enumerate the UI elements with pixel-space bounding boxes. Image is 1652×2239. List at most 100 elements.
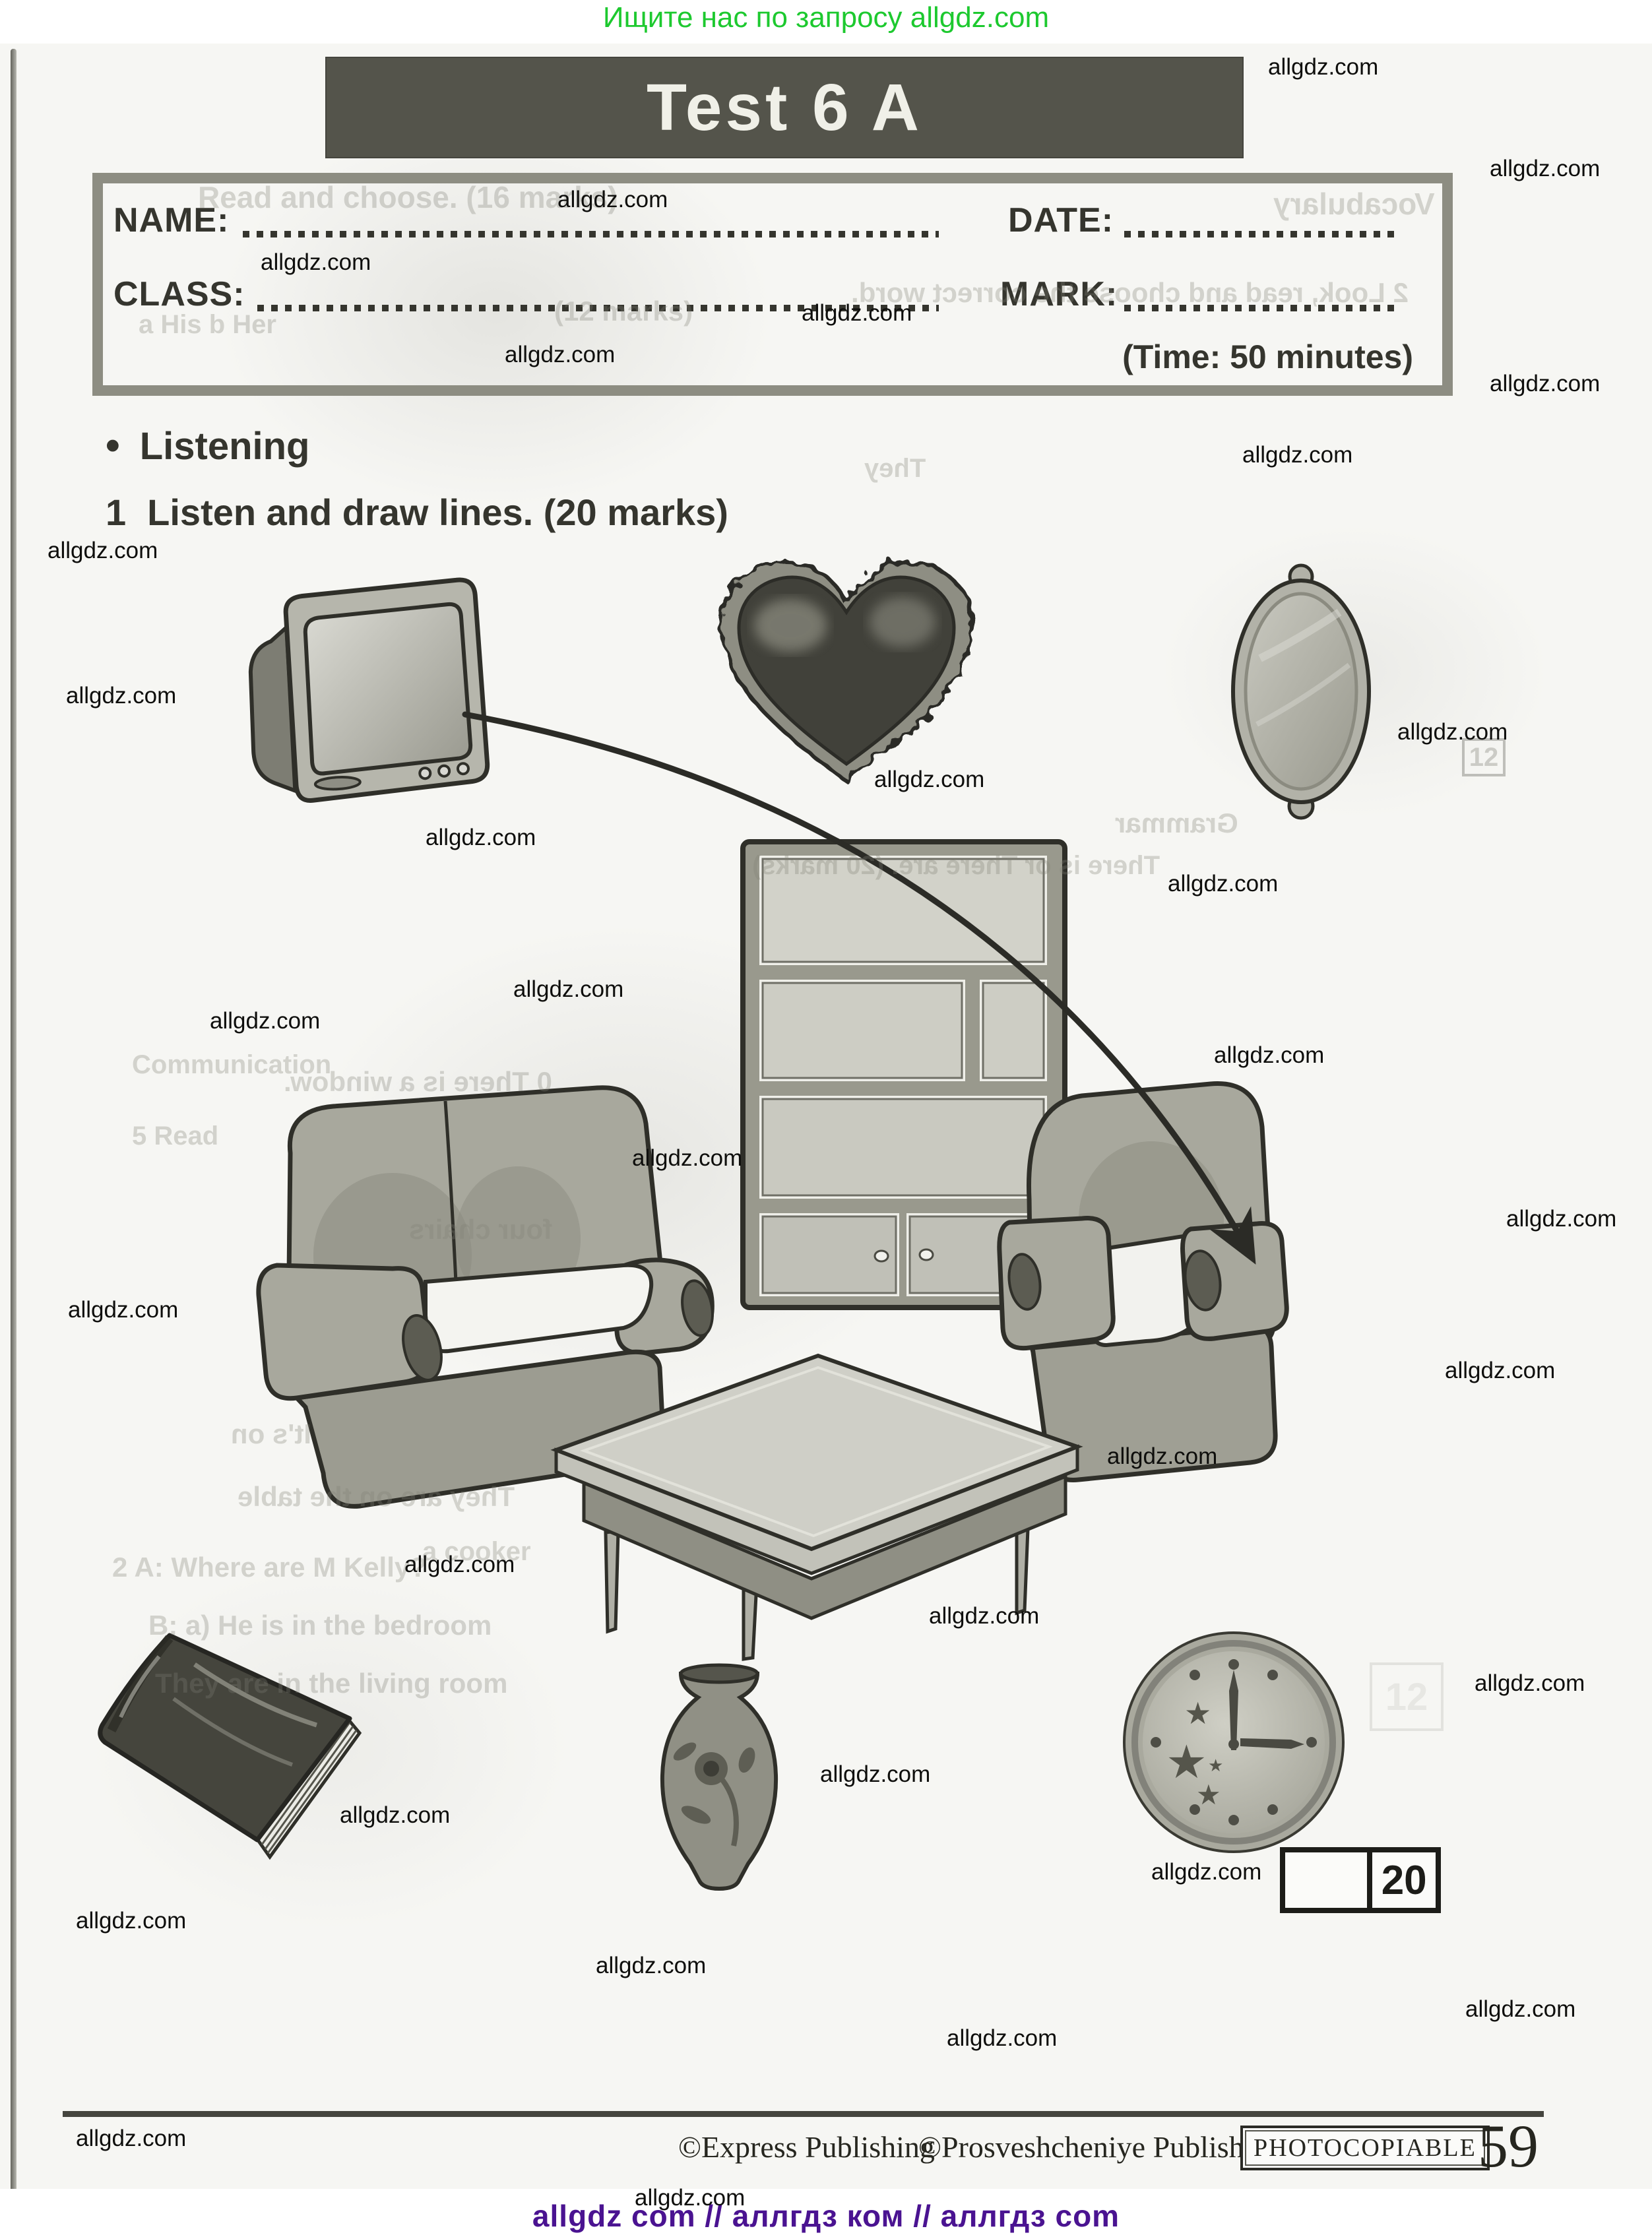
bottom-white-band xyxy=(0,2189,1652,2239)
watermark-text: allgdz.com xyxy=(1465,1996,1576,2022)
heart-mirror-illustration xyxy=(705,546,988,797)
bleed-through-text: There is or There are. (20 marks) xyxy=(752,851,1160,880)
photocopiable-stamp: PHOTOCOPIABLE xyxy=(1240,2126,1490,2170)
watermark-text: allgdz.com xyxy=(635,2185,746,2211)
clock-illustration: ★ ★ ★ ★ xyxy=(1118,1625,1349,1862)
watermark-text: allgdz.com xyxy=(1445,1358,1556,1383)
oval-mirror-illustration xyxy=(1221,559,1382,823)
bleed-through-text: four chairs xyxy=(409,1214,553,1245)
student-info-box: NAME: DATE: CLASS: MARK: (Time: 50 minut… xyxy=(92,173,1453,396)
watermark-text: allgdz.com xyxy=(1475,1670,1585,1696)
watermark-text: allgdz.com xyxy=(557,187,668,212)
watermark-text: allgdz.com xyxy=(1242,442,1353,468)
svg-text:★: ★ xyxy=(1166,1735,1207,1789)
watermark-text: allgdz.com xyxy=(596,1953,707,1978)
time-note: (Time: 50 minutes) xyxy=(1122,338,1413,375)
svg-text:★: ★ xyxy=(1196,1779,1221,1811)
watermark-text: allgdz.com xyxy=(76,2126,187,2151)
bleed-through-text: 5 Read xyxy=(132,1121,219,1151)
bleed-through-text: It's on xyxy=(231,1418,311,1449)
svg-text:★: ★ xyxy=(1208,1756,1223,1776)
clock-icon: ★ ★ ★ ★ xyxy=(1123,1631,1345,1853)
bleed-through-text: 2 A: Where are M Kelly? xyxy=(112,1552,427,1583)
watermark-text: allgdz.com xyxy=(947,2025,1058,2051)
bleed-through-text: 12 xyxy=(1370,1662,1444,1731)
bleed-through-text: a cooker xyxy=(422,1537,531,1566)
name-fill-line xyxy=(243,231,939,237)
name-label: NAME: xyxy=(113,201,230,239)
watermark-text: allgdz.com xyxy=(404,1552,515,1577)
bleed-through-text: Vocabulary xyxy=(1273,187,1435,221)
task-number: 1 xyxy=(106,491,127,533)
bleed-through-text: Communication xyxy=(132,1050,332,1079)
page-number: 59 xyxy=(1478,2112,1539,2180)
bleed-through-text: (12 marks) xyxy=(554,296,693,327)
search-banner-text: Ищите нас по запросу allgdz.com xyxy=(602,1,1050,34)
watermark-text: allgdz.com xyxy=(802,300,912,326)
bleed-through-text: 12 xyxy=(1462,738,1506,776)
oval-mirror-icon xyxy=(1231,563,1371,820)
watermark-text: allgdz.com xyxy=(340,1802,451,1828)
watermark-text: allgdz.com xyxy=(513,976,624,1002)
listening-section-heading: • Listening xyxy=(106,422,310,469)
television-illustration xyxy=(234,577,492,815)
bleed-through-text: 2 Look, read and choose the correct word… xyxy=(851,277,1409,308)
watermark-text: allgdz.com xyxy=(1268,54,1379,80)
watermark-text: allgdz.com xyxy=(1490,371,1601,396)
task-title-text: Listen and draw lines. (20 marks) xyxy=(147,491,728,533)
bleed-through-text: They are in the living room xyxy=(155,1668,508,1699)
footer: ©Express Publishing ©Prosveshcheniye Pub… xyxy=(0,2112,1652,2185)
vase-illustration xyxy=(633,1651,805,1902)
watermark-text: allgdz.com xyxy=(505,342,616,367)
watermark-text: allgdz.com xyxy=(1214,1042,1325,1068)
listening-heading-text: Listening xyxy=(139,425,310,468)
mark-fill-line xyxy=(1124,305,1401,311)
coffee-table-illustration xyxy=(538,1341,1098,1664)
watermark-text: allgdz.com xyxy=(210,1008,321,1034)
bleed-through-text: 0 There is a window. xyxy=(284,1066,552,1097)
watermark-text: allgdz.com xyxy=(261,249,371,275)
site-banner-text: allgdz com // аллгдз ком // аллгдз com xyxy=(532,2199,1120,2233)
watermark-text: allgdz.com xyxy=(48,538,158,563)
watermark-text: allgdz.com xyxy=(874,767,985,792)
heart-mirror-icon xyxy=(718,560,974,783)
watermark-text: allgdz.com xyxy=(1107,1443,1218,1469)
book-illustration xyxy=(96,1625,366,1862)
test-title-bar: Test 6 A xyxy=(327,58,1242,157)
watermark-text: allgdz.com xyxy=(1151,1859,1262,1885)
score-box-empty-cell xyxy=(1285,1852,1373,1908)
date-fill-line xyxy=(1124,231,1401,237)
bleed-through-text: B: a) He is in the bedroom xyxy=(148,1610,492,1641)
publisher-express: ©Express Publishing xyxy=(678,2130,935,2164)
bleed-through-text: a His b Her xyxy=(139,310,276,339)
coffee-table-icon xyxy=(550,1353,1083,1661)
top-white-band xyxy=(0,0,1652,44)
bleed-through-text: They are on the table xyxy=(238,1481,515,1512)
publisher-prosveshcheniye: ©Prosveshcheniye Publishers xyxy=(918,2130,1280,2164)
watermark-text: allgdz.com xyxy=(68,1297,179,1323)
page-edge-shadow xyxy=(11,49,16,2238)
score-box: 20 xyxy=(1280,1847,1441,1913)
score-box-total: 20 xyxy=(1381,1857,1427,1903)
watermark-text: allgdz.com xyxy=(66,683,177,709)
bullet-icon: • xyxy=(106,423,120,468)
watermark-text: allgdz.com xyxy=(929,1603,1040,1629)
date-label: DATE: xyxy=(1008,201,1114,239)
bleed-through-text: Read and choose. (16 marks) xyxy=(198,180,618,214)
watermark-text: allgdz.com xyxy=(820,1761,931,1787)
class-fill-line xyxy=(257,305,939,311)
svg-text:★: ★ xyxy=(1184,1695,1211,1731)
watermark-text: allgdz.com xyxy=(632,1145,743,1171)
book-icon xyxy=(98,1633,362,1860)
watermark-text: allgdz.com xyxy=(1397,719,1508,745)
watermark-text: allgdz.com xyxy=(1506,1206,1617,1232)
watermark-text: allgdz.com xyxy=(1490,156,1601,181)
bleed-through-text: They xyxy=(864,454,926,483)
class-label: CLASS: xyxy=(113,275,245,313)
mark-label: MARK: xyxy=(1000,275,1118,313)
task-1-heading: 1 Listen and draw lines. (20 marks) xyxy=(106,491,728,534)
watermark-text: allgdz.com xyxy=(1168,871,1279,897)
footer-rule xyxy=(63,2111,1544,2117)
watermark-text: allgdz.com xyxy=(426,825,536,850)
